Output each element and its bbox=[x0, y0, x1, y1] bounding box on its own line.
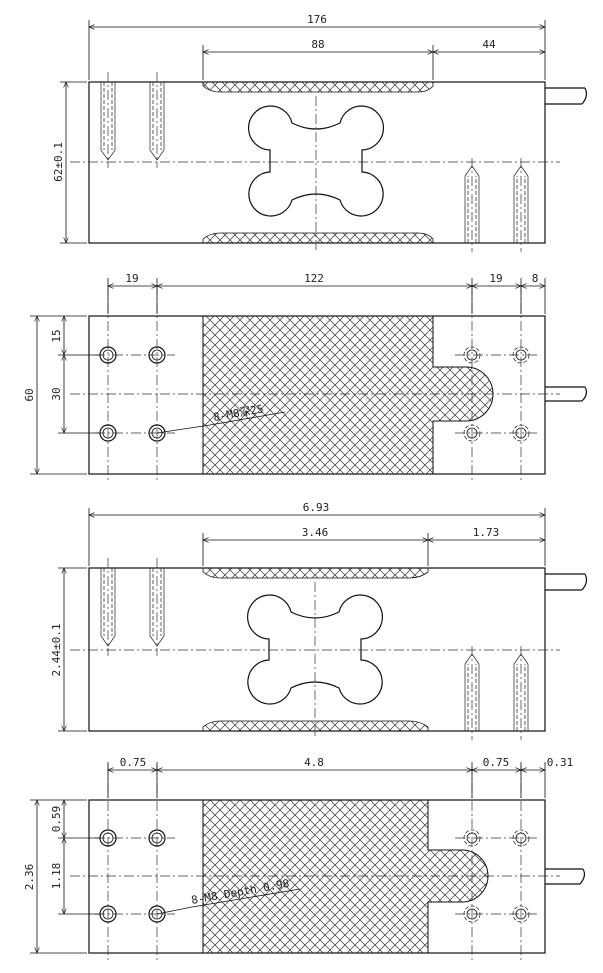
hatched-area bbox=[202, 315, 494, 475]
dim-label: 30 bbox=[50, 387, 63, 400]
dim-height: 2.44±0.1 bbox=[50, 568, 87, 731]
dim-label: 4.8 bbox=[304, 756, 324, 769]
dim-side: 60 15 30 bbox=[23, 316, 100, 474]
dim-label: 3.46 bbox=[302, 526, 329, 539]
dim-label: 122 bbox=[304, 272, 324, 285]
thread-holes-left bbox=[100, 72, 165, 168]
dim-label: 15 bbox=[50, 329, 63, 342]
dim-label: 0.75 bbox=[120, 756, 147, 769]
top-view-mm: 8-M8深25 19 122 19 8 60 15 bbox=[23, 272, 588, 480]
cable bbox=[545, 386, 588, 402]
gauge-strip-top bbox=[202, 567, 429, 579]
dim-label: 88 bbox=[311, 38, 324, 51]
dim-top-segments: 0.75 4.8 0.75 0.31 bbox=[108, 756, 573, 798]
dim-top-segments: 19 122 19 8 bbox=[108, 272, 545, 314]
holes-right-hidden bbox=[463, 346, 530, 442]
front-view-mm: 176 88 44 62±0.1 bbox=[52, 13, 588, 252]
hatched-area bbox=[202, 799, 489, 954]
cable bbox=[545, 87, 588, 105]
dim-label: 1.73 bbox=[473, 526, 500, 539]
front-view-in: 6.93 3.46 1.73 2.44±0.1 bbox=[50, 501, 588, 740]
cable bbox=[545, 868, 586, 885]
holes-right-hidden bbox=[463, 829, 530, 923]
dim-label: 0.59 bbox=[50, 806, 63, 833]
dim-label: 60 bbox=[23, 388, 36, 401]
thread-holes-left bbox=[100, 558, 165, 656]
body-outline bbox=[88, 567, 546, 732]
dim-label: 176 bbox=[307, 13, 327, 26]
dim-height: 62±0.1 bbox=[52, 82, 87, 243]
dim-top-segments: 88 44 bbox=[203, 38, 545, 80]
body-outline bbox=[88, 81, 546, 244]
dim-label: 44 bbox=[482, 38, 496, 51]
dim-side: 2.36 0.59 1.18 bbox=[23, 800, 100, 953]
dim-label: 1.18 bbox=[50, 863, 63, 890]
dim-label: 6.93 bbox=[303, 501, 330, 514]
gauge-strip-bottom bbox=[202, 720, 429, 732]
dim-label: 19 bbox=[489, 272, 502, 285]
dim-label: 2.36 bbox=[23, 864, 36, 891]
dim-label: 2.44±0.1 bbox=[50, 624, 63, 677]
dim-label: 0.31 bbox=[547, 756, 574, 769]
clover-cutout bbox=[246, 594, 384, 705]
clover-cutout bbox=[247, 105, 385, 217]
top-view-in: 8-M8 Depth 0.98 0.75 4.8 0.75 0.31 2.36 bbox=[23, 756, 586, 960]
dim-overall-length: 6.93 bbox=[89, 501, 545, 566]
gauge-strip-bottom bbox=[202, 232, 434, 244]
thread-holes-right bbox=[464, 158, 529, 252]
cable bbox=[545, 573, 588, 591]
thread-holes-right bbox=[464, 646, 529, 740]
dim-overall-length: 176 bbox=[89, 13, 545, 80]
dim-label: 62±0.1 bbox=[52, 142, 65, 182]
dim-label: 19 bbox=[125, 272, 138, 285]
dim-label: 8 bbox=[532, 272, 539, 285]
gauge-strip-top bbox=[202, 81, 434, 93]
dim-top-segments: 3.46 1.73 bbox=[203, 526, 545, 566]
dim-label: 0.75 bbox=[483, 756, 510, 769]
